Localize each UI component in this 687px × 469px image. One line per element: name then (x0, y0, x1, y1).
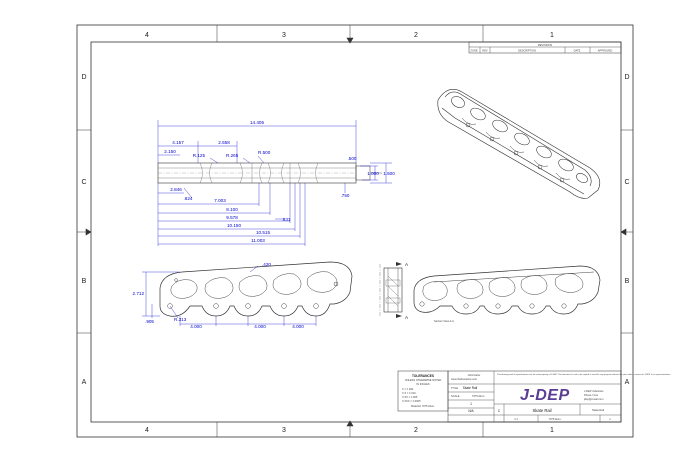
zone-left-B: B (82, 278, 87, 285)
dim-2-846: 2.846 (170, 187, 182, 192)
dim-9-578: 9.578 (226, 215, 238, 220)
dim-r-125: R.125 (193, 153, 206, 158)
section-view: Section View A-A (413, 265, 601, 323)
dim-10-150: 10.150 (227, 223, 241, 228)
zone-top-1: 1 (550, 32, 554, 39)
tolerances-title: TOLERANCES (412, 374, 434, 378)
zone-left-C: C (81, 179, 86, 186)
company-line-3: jdep@email.com (583, 397, 603, 401)
drawn-by: JohnCarter (468, 373, 481, 377)
title-label: TITLE (451, 386, 458, 390)
tolerances-unit: IN INCHES (416, 382, 429, 386)
tolerance-line-3: X.XX = ±.005 (402, 395, 418, 399)
sheet-number: 1 (609, 417, 611, 421)
dim-10-515: 10.515 (256, 230, 270, 235)
tolerance-line-1: X = ±.030 (402, 387, 414, 391)
revision-block: REVISIONS ZONE REV DESCRIPTION DATE APPR… (468, 41, 622, 54)
company-line-2: Phone / Fax (584, 393, 599, 397)
dim-750: .750 (341, 193, 350, 198)
dim-7-003: 7.003 (214, 198, 226, 203)
dim-2-712: 2.712 (133, 291, 145, 296)
dim-r-500: R.500 (258, 150, 271, 155)
tolerances-sub: UNLESS OTHERWISE NOTED (405, 378, 442, 382)
section-a-a: A A (379, 262, 409, 320)
revision-header-zone: ZONE (470, 49, 477, 53)
section-label-bottom: A (405, 315, 409, 320)
zone-right-A: A (625, 379, 630, 386)
dim-2-150: 2.150 (164, 149, 176, 154)
dim-r-265: R.265 (226, 153, 239, 158)
drawing-title: Skate Rail (532, 408, 551, 413)
jdep-logo: J-DEP (520, 387, 570, 404)
zone-left-A: A (82, 379, 87, 386)
revision-title: REVISIONS (538, 43, 552, 47)
dim-4-000-c: 4.000 (292, 324, 304, 329)
zone-right-D: D (624, 74, 629, 81)
revision-header-rev: REV (482, 49, 488, 53)
dim-11-003: 11.003 (251, 238, 265, 243)
rev-value: 1 (470, 402, 472, 406)
zone-left-D: D (81, 74, 86, 81)
zone-bottom-2: 2 (414, 427, 418, 434)
dim-4-157: 4.157 (172, 140, 184, 145)
zone-top-3: 3 (282, 32, 286, 39)
side-view-outline (159, 261, 353, 317)
material-value: 7075 Alum. (472, 394, 485, 398)
isometric-view (437, 89, 601, 199)
side-view: 2.712 .905 R.313 4.000 4.000 4.000 .420 (133, 261, 353, 329)
dim-420: .420 (262, 262, 271, 267)
top-view: 14.405 4.157 2.558 2.150 R.125 R.265 R.5… (157, 120, 395, 246)
dim-2-558: 2.558 (218, 140, 230, 145)
dim-4-000-b: 4.000 (254, 324, 266, 329)
dim-8-100: 8.100 (226, 207, 238, 212)
sheet-outer-border (76, 24, 634, 438)
scale-label: SCALE (451, 394, 460, 398)
dwg-number: Skate-Rail (592, 408, 604, 412)
title-block: TOLERANCES UNLESS OTHERWISE NOTED IN INC… (397, 370, 671, 423)
centering-marks (85, 37, 627, 427)
material-label: Material: 7075 Alum. (411, 404, 435, 408)
revision-header-description: DESCRIPTION (518, 49, 536, 53)
material-footer: 7075 Alum. (549, 417, 562, 421)
tolerance-line-2: X.X = ±.010 (402, 391, 416, 395)
revision-header-approved: APPROVED (598, 49, 613, 53)
dim-4-000-a: 4.000 (190, 324, 202, 329)
section-label-top: A (405, 262, 409, 267)
dim-1-000: 1.000 (367, 171, 379, 176)
sheet-inner-border (90, 41, 622, 423)
zone-bottom-1: 1 (550, 427, 554, 434)
web-address: www.thebeststore.com (451, 377, 477, 381)
revision-header-date: DATE (574, 49, 581, 53)
zone-top-2: 2 (414, 32, 418, 39)
dim-531: .531 (282, 217, 291, 222)
drawing-title-small: Skate Rail (463, 386, 478, 390)
tolerance-line-4: X.XXX = ±.0005 (402, 399, 421, 403)
zone-top-4: 4 (145, 32, 149, 39)
scale-value: 1:1 (514, 417, 518, 421)
size-value: C (498, 409, 501, 413)
zone-right-B: B (625, 278, 630, 285)
proprietary-notice: This drawing and its specifications are … (497, 373, 671, 376)
section-view-outline (413, 265, 601, 315)
section-view-caption: Section View A-A (434, 319, 454, 323)
dim-500: .500 (348, 156, 357, 161)
dim-624: .624 (184, 196, 193, 201)
zone-bottom-3: 3 (282, 427, 286, 434)
n-a-value: N/A (468, 409, 474, 413)
dim-905: .905 (145, 319, 154, 324)
proprietary-text: This drawing and its specifications are … (497, 373, 671, 376)
dim-r-313: R.313 (174, 317, 187, 322)
dim-1-500: 1.500 (383, 171, 395, 176)
zone-right-C: C (624, 179, 629, 186)
zone-bottom-4: 4 (145, 427, 149, 434)
dim-14-405: 14.405 (250, 120, 264, 125)
company-line-1: J-DEP Industries (584, 389, 604, 393)
